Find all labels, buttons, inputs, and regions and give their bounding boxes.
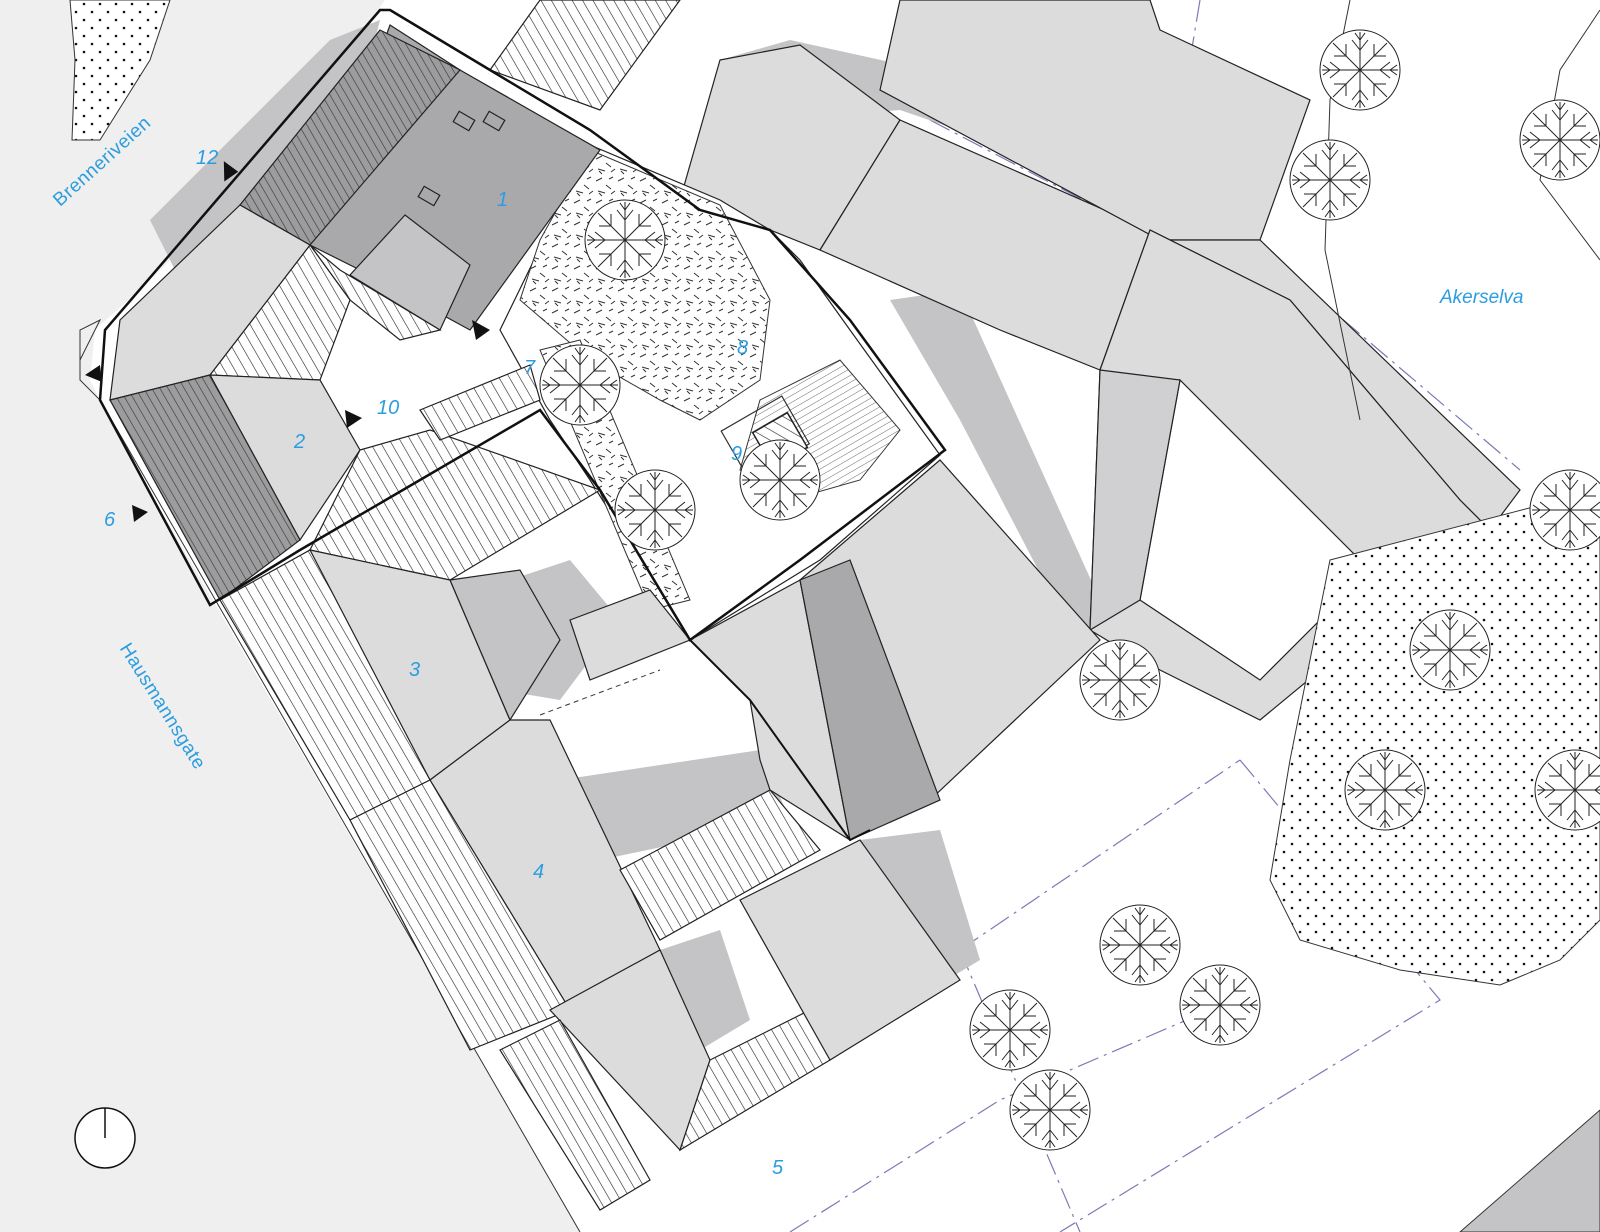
triangle-icon: [472, 320, 490, 340]
label-number-5: 5: [772, 1157, 784, 1179]
neighbour-roof-hatched: [489, 0, 681, 111]
label-number-6: 6: [104, 509, 116, 531]
label-number-1: 1: [497, 189, 509, 211]
triangle-icon: [85, 365, 102, 382]
passage-dashed: [539, 669, 661, 716]
roof-building-2: [109, 204, 311, 401]
label-number-4: 4: [533, 861, 545, 883]
building-edge: [599, 489, 871, 842]
label-number-3: 3: [409, 659, 421, 681]
label-number-7: 7: [524, 357, 536, 379]
label-akerselva: Akerselva: [1440, 287, 1524, 308]
triangle-icon: [223, 161, 239, 182]
street-hausmannsgate: [0, 380, 580, 1232]
label-number-2: 2: [294, 431, 306, 453]
neighbour-buildings: [679, 0, 1521, 721]
triangle-icon: [345, 410, 362, 428]
label-number-12: 12: [196, 147, 219, 169]
label-number-8: 8: [737, 337, 749, 359]
label-number-10: 10: [377, 397, 400, 419]
road-bottom-right: [1459, 1109, 1600, 1232]
main-block: [109, 24, 1101, 1211]
green-island: [69, 0, 171, 141]
triangle-icon: [132, 505, 148, 522]
entrance-markers: [85, 161, 490, 522]
north-arrow-icon: [74, 1107, 136, 1169]
label-number-9: 9: [731, 443, 743, 465]
